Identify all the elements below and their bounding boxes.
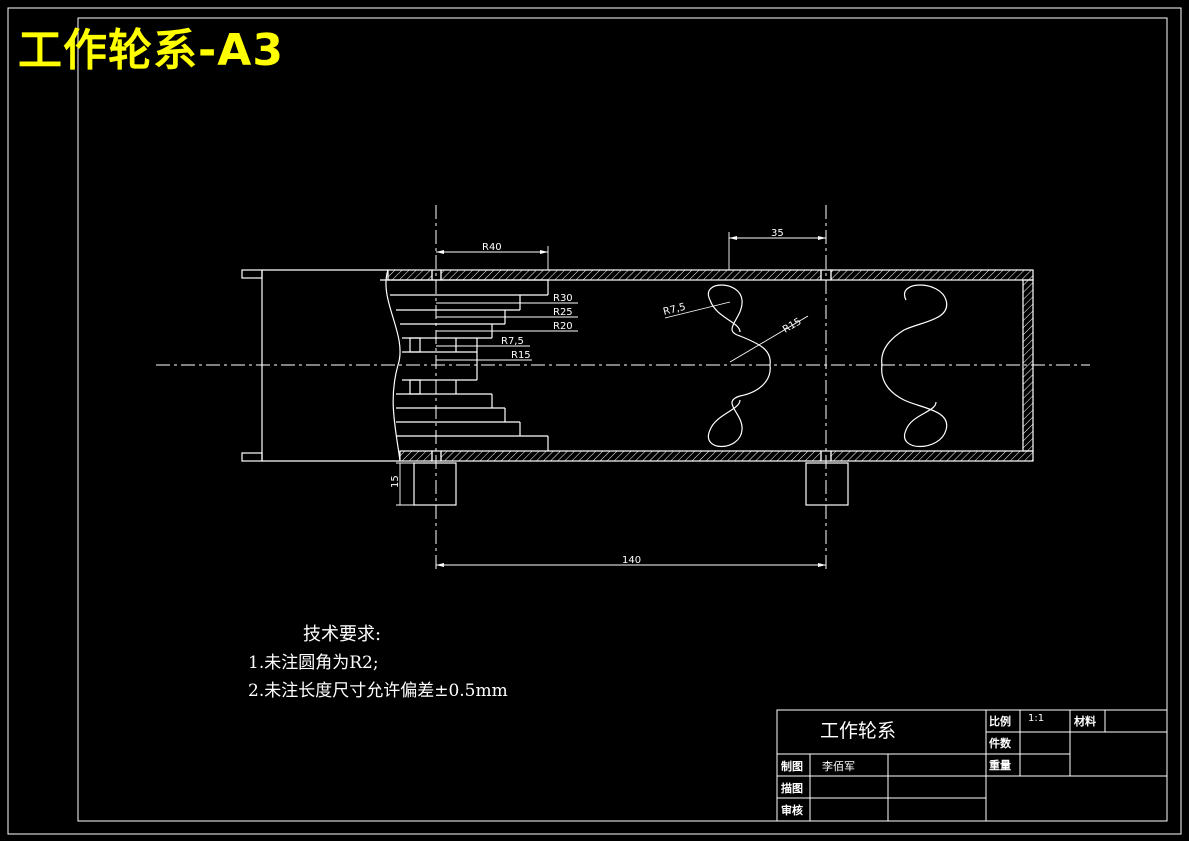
drawn-label: 制图 xyxy=(781,760,803,773)
dim-15: 15 xyxy=(390,475,401,488)
drawing-name: 工作轮系 xyxy=(820,720,897,742)
dim-r20: R20 xyxy=(553,321,573,332)
scale-label: 比例 xyxy=(989,715,1011,728)
sheet-title: 工作轮系-A3 xyxy=(18,25,284,76)
dimension-lines xyxy=(396,232,826,566)
stepped-profile xyxy=(380,279,549,451)
requirement-item-1: 1.未注圆角为R2; xyxy=(248,653,379,673)
scale-value: 1:1 xyxy=(1028,713,1045,724)
supports xyxy=(413,462,849,506)
requirement-item-2: 2.未注长度尺寸允许偏差±0.5mm xyxy=(248,681,508,701)
requirements-heading: 技术要求: xyxy=(303,624,382,645)
dim-r30: R30 xyxy=(553,293,573,304)
dim-r7-5-right: R7,5 xyxy=(662,302,687,318)
left-flange xyxy=(241,269,401,462)
dim-r15-right: R15 xyxy=(781,316,804,335)
centerlines xyxy=(156,205,1090,570)
checked-label: 审核 xyxy=(781,804,803,817)
weight-label: 重量 xyxy=(989,759,1011,772)
cam-profile-right xyxy=(881,284,948,448)
dim-r7-5-left: R7,5 xyxy=(501,336,524,347)
tube-walls xyxy=(387,269,1034,462)
dim-35: 35 xyxy=(771,228,784,239)
dim-r25: R25 xyxy=(553,307,573,318)
quantity-label: 件数 xyxy=(989,737,1011,750)
dim-140: 140 xyxy=(622,555,641,566)
dim-r15-left: R15 xyxy=(511,350,531,361)
dimension-arrows xyxy=(436,236,826,567)
dim-r40: R40 xyxy=(482,242,502,253)
drawn-by: 李佰军 xyxy=(822,760,855,773)
traced-label: 描图 xyxy=(781,782,803,795)
material-label: 材料 xyxy=(1074,715,1096,728)
outer-border xyxy=(7,7,1182,835)
cam-profile-left xyxy=(707,284,771,448)
left-curve-pieces xyxy=(409,337,421,395)
inner-border xyxy=(77,17,1168,822)
title-block xyxy=(776,709,1168,822)
